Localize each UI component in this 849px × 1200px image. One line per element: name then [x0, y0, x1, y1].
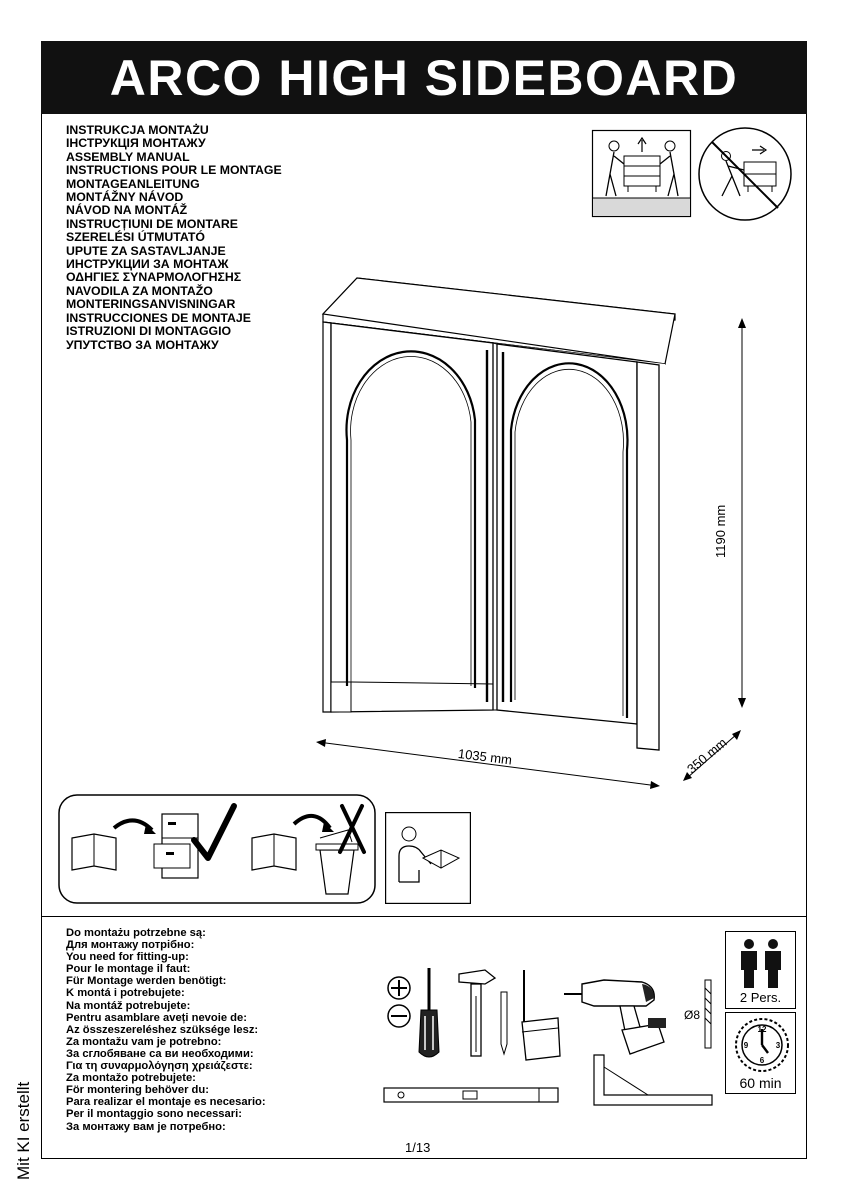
- tools-needed-item: Az összeszereléshez szüksége lesz:: [66, 1023, 259, 1036]
- page-title: ARCO HIGH SIDEBOARD: [41, 41, 807, 114]
- tools-needed-item: Για τη συναρμολόγηση χρειάζεστε:: [66, 1060, 253, 1073]
- page-number: 1/13: [405, 1140, 431, 1155]
- trash-bin-icon: [315, 829, 359, 895]
- sideboard-illustration: [321, 277, 676, 751]
- manual-title-item: INSTRUCCIONES DE MONTAJE: [66, 310, 251, 325]
- manual-title-list: INSTRUKCJA MONTAŻU ІНСТРУКЦІЯ МОНТАЖУ AS…: [66, 123, 282, 352]
- two-persons-icon: [741, 939, 781, 988]
- width-dimension-arrow: [316, 739, 660, 789]
- ai-generated-note: Mit KI erstellt: [14, 1081, 33, 1180]
- manual-title-item: NÁVOD NA MONTÁŽ: [66, 203, 188, 218]
- drill-bit-icon: [704, 979, 712, 1049]
- pencil-icon: [500, 991, 508, 1056]
- tools-needed-item: Do montażu potrzebne są:: [66, 927, 206, 939]
- filing-cabinet-icon: [153, 813, 199, 879]
- tools-needed-item: You need for fitting-up:: [66, 951, 189, 964]
- manual-title-item: UPUTE ZA SASTAVLJANJE: [66, 243, 226, 258]
- tools-needed-item: Para realizar el montaje es necesario:: [66, 1096, 266, 1109]
- tape-measure-icon: [521, 970, 561, 1061]
- two-person-lift-icon: [591, 129, 692, 218]
- section-divider: [41, 916, 807, 917]
- height-dimension-label: 1190 mm: [713, 504, 728, 558]
- hammer-icon: [458, 969, 497, 1057]
- height-dimension-arrow: [738, 318, 746, 708]
- tools-needed-item: Za montažo potrebujete:: [66, 1072, 196, 1085]
- drill-bit-size-label: Ø8: [684, 1008, 701, 1022]
- tools-needed-item: För montering behöver du:: [66, 1084, 209, 1097]
- open-book-icon: [251, 833, 297, 871]
- tools-needed-item: За монтажу вам је потребно:: [66, 1120, 226, 1133]
- manual-title-item: MONTAGEANLEITUNG: [66, 176, 200, 191]
- assembly-time-label: 60 min: [739, 1075, 782, 1091]
- persons-required-label: 2 Pers.: [739, 990, 782, 1005]
- manual-title-item: MONTERINGSANVISNINGAR: [66, 297, 236, 312]
- clock-number-6: 6: [760, 1056, 765, 1065]
- manual-title-item: УПУТСТВО ЗА МОНТАЖУ: [66, 337, 219, 352]
- tools-needed-item: Für Montage werden benötigt:: [66, 975, 227, 988]
- assembly-time-box: 12 3 6 9 60 min: [725, 1012, 796, 1094]
- manual-title-item: ΟΔΗΓΙΕΣ ΣΥΝΑΡΜΟΛΟΓΗΣΗΣ: [66, 270, 242, 285]
- read-manual-icon: [385, 812, 472, 905]
- spirit-level-icon: [383, 1087, 559, 1103]
- manual-title-item: ASSEMBLY MANUAL: [66, 149, 190, 164]
- manual-title-item: ИНСТРУКЦИИ ЗА МОНТАЖ: [66, 257, 229, 272]
- tools-needed-item: За сглобяване са ви необходими:: [66, 1047, 254, 1060]
- manual-title-item: INSTRUCȚIUNI DE MONTARE: [66, 216, 238, 231]
- page-title-text: ARCO HIGH SIDEBOARD: [109, 49, 739, 106]
- open-book-icon: [71, 833, 117, 871]
- tools-needed-item: Для монтажу потрібно:: [66, 939, 195, 952]
- tools-needed-item: Za montažu vam je potrebno:: [66, 1035, 222, 1048]
- persons-required-box: 2 Pers.: [725, 931, 796, 1009]
- clock-number-3: 3: [776, 1041, 781, 1050]
- tools-needed-item: Pentru asamblare aveți nevoie de:: [66, 1011, 247, 1024]
- manual-title-item: MONTÁŽNY NÁVOD: [66, 190, 184, 205]
- manual-title-item: ISTRUZIONI DI MONTAGGIO: [66, 324, 232, 339]
- tools-needed-item: Per il montaggio sono necessari:: [66, 1108, 242, 1121]
- no-single-person-push-icon: [698, 127, 792, 221]
- cordless-drill-icon: [564, 979, 666, 1055]
- tools-needed-list: Do montażu potrzebne są: Для монтажу пот…: [66, 927, 266, 1133]
- tools-needed-item: K montá i potrebujete:: [66, 987, 185, 1000]
- manual-title-item: INSTRUKCJA MONTAŻU: [66, 123, 209, 137]
- clock-icon: 12 3 6 9: [735, 1018, 789, 1072]
- manual-title-item: SZERELÉSI ÚTMUTATÓ: [66, 230, 205, 245]
- screwdriver-icon: [418, 968, 440, 1058]
- manual-title-item: INSTRUCTIONS POUR LE MONTAGE: [66, 163, 282, 178]
- clock-number-9: 9: [744, 1041, 749, 1050]
- manual-title-item: NAVODILA ZA MONTAŽO: [66, 283, 213, 298]
- screwdriver-tips-icon: [387, 976, 411, 1028]
- try-square-icon: [593, 1054, 713, 1106]
- tools-needed-item: Pour le montage il faut:: [66, 963, 191, 976]
- manual-title-item: ІНСТРУКЦІЯ МОНТАЖУ: [66, 136, 206, 151]
- clock-number-12: 12: [758, 1025, 767, 1034]
- keep-manual-panel: [58, 794, 376, 904]
- tools-needed-item: Na montáž potrebujete:: [66, 999, 191, 1012]
- depth-dimension-arrow: [683, 730, 741, 781]
